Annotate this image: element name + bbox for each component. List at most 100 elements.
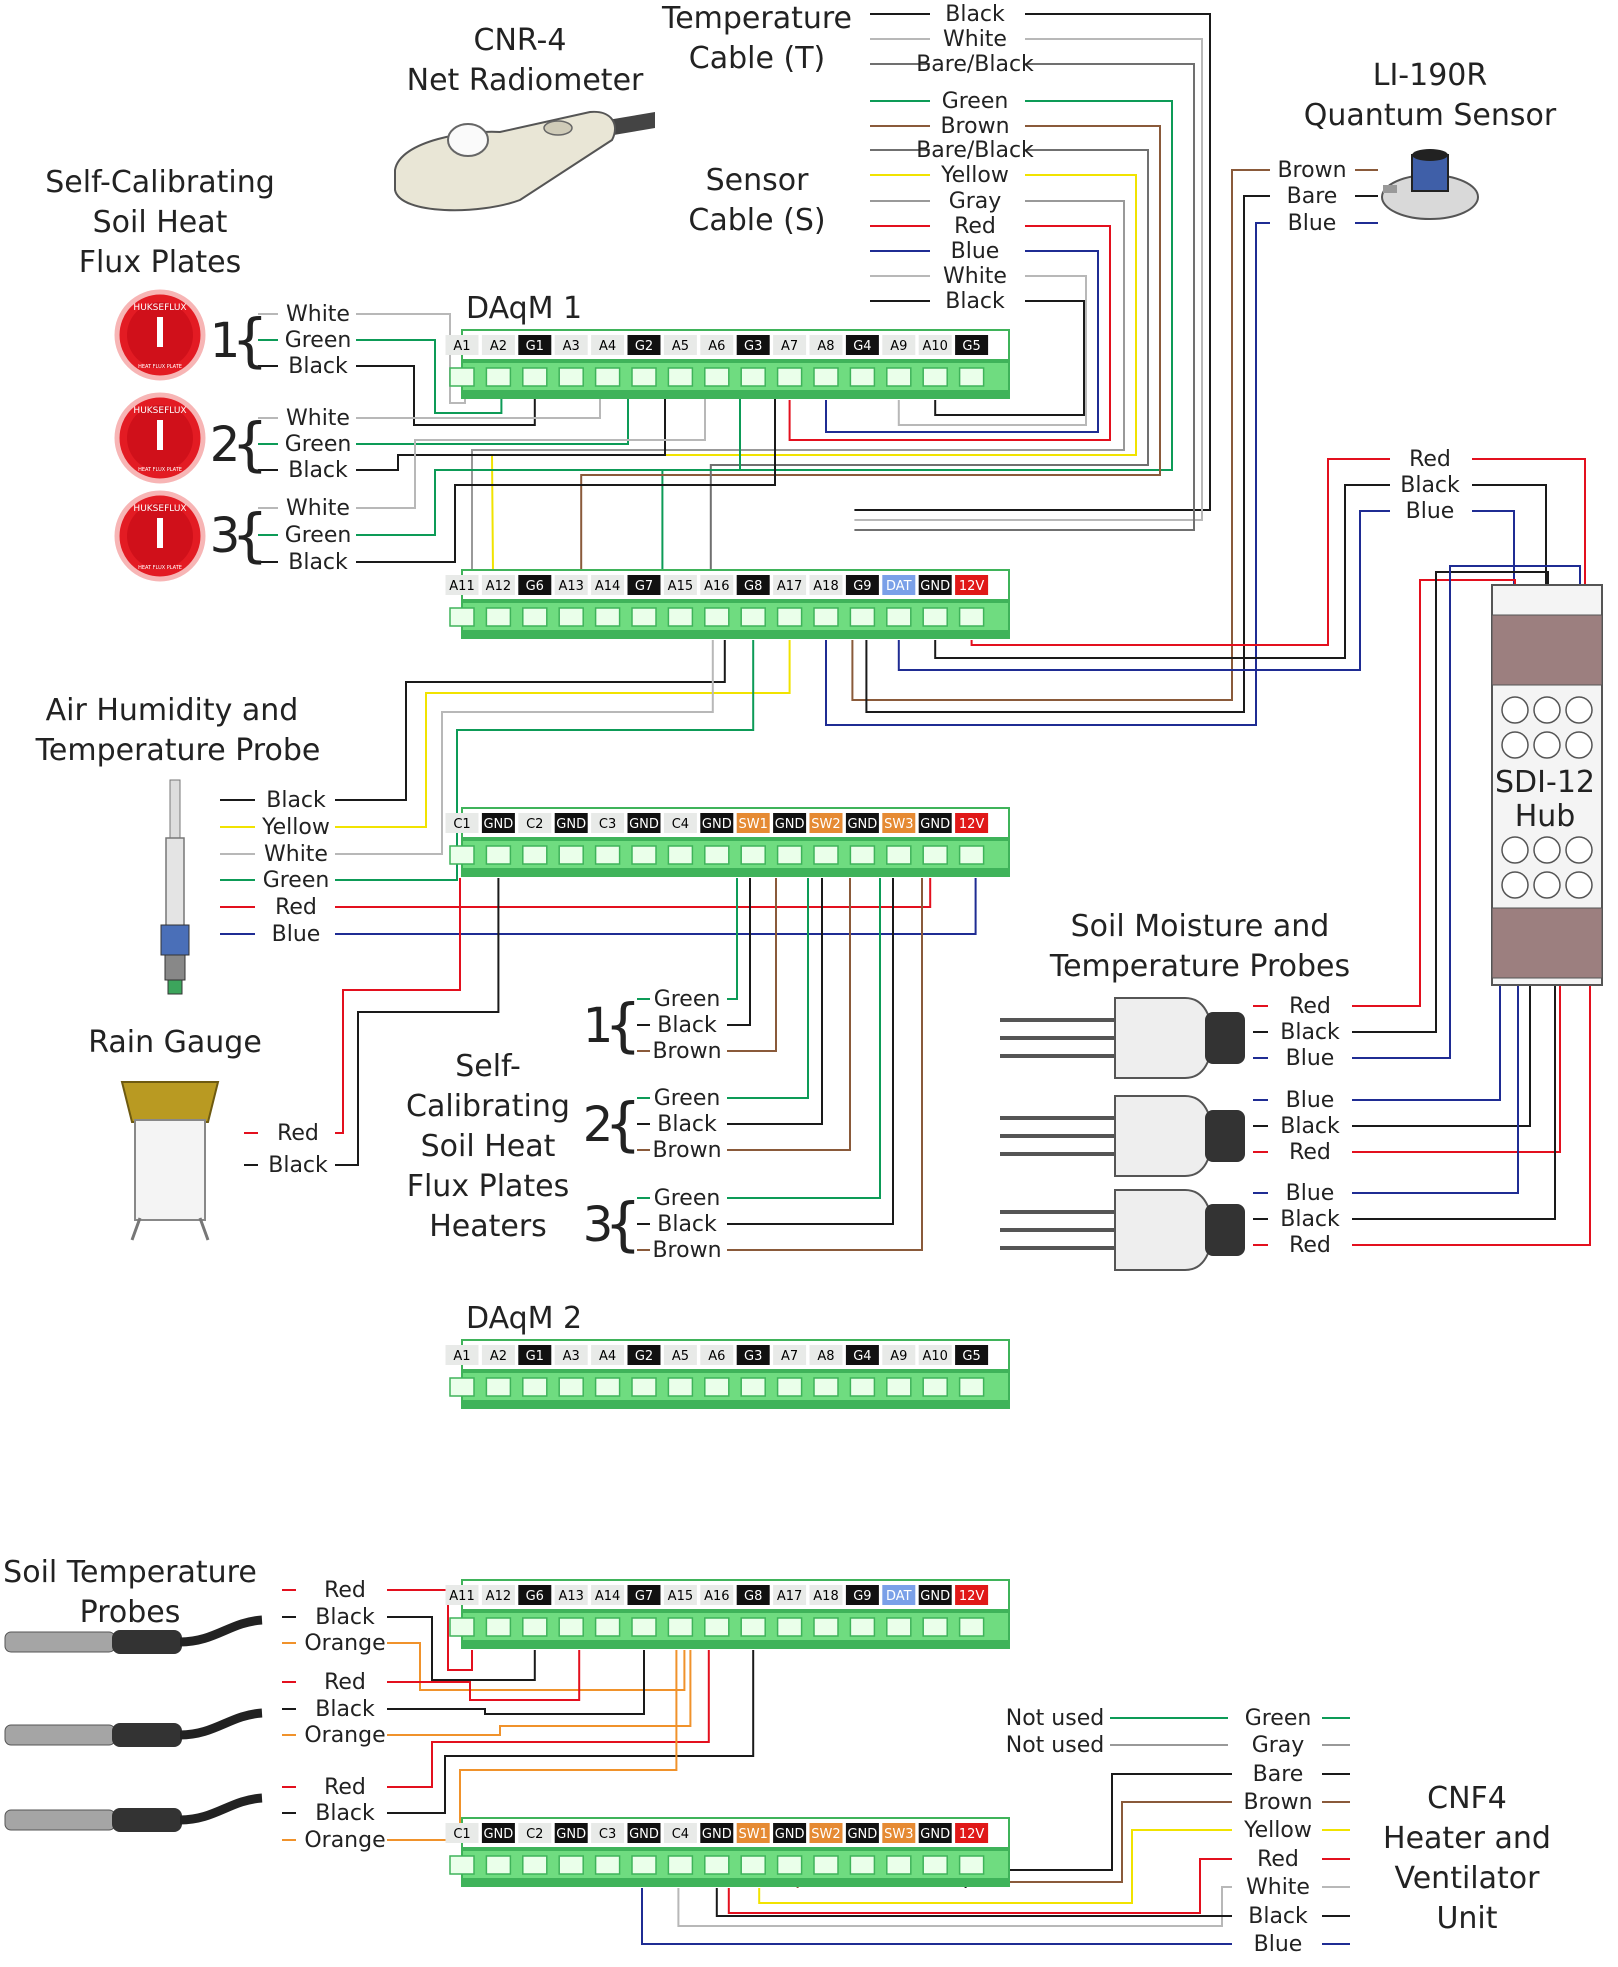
wire-blue [335, 878, 977, 935]
pin-label: A1 [453, 339, 470, 354]
wire-black [1352, 571, 1549, 1033]
soil-moisture-wire-label: Black [1280, 1020, 1340, 1045]
wire-blue [1352, 565, 1581, 1059]
li190-subtitle: Quantum Sensor [1304, 98, 1557, 133]
terminal-screw [485, 845, 512, 865]
pin-label: 12V [959, 1827, 985, 1842]
plate-brace-1: { [232, 306, 269, 374]
shf-title-3: Flux Plates [79, 245, 242, 280]
soil-probe-cap [1205, 1204, 1245, 1256]
wire-red [727, 1858, 1232, 1914]
pin-header-cell [736, 1823, 770, 1843]
pin-header-cell [918, 1585, 952, 1605]
wire-white [677, 1886, 1232, 1927]
wire-blue [825, 222, 1270, 726]
heater-wire-label: Green [654, 1186, 721, 1211]
soil-temp-probe-grip [112, 1723, 182, 1747]
heater-wire-label: Brown [652, 1238, 721, 1263]
terminal-screw [886, 367, 912, 387]
terminal-screw [922, 845, 948, 865]
terminal-screw [958, 1855, 985, 1875]
sdi-hub-screw [1565, 731, 1593, 759]
sdi-hub-title: SDI-12 [1495, 765, 1595, 800]
terminal-screw [485, 367, 512, 387]
pin-header-cell [518, 813, 552, 833]
temp-cable-subtitle: Cable (T) [689, 41, 825, 76]
li190-lens [1412, 149, 1448, 161]
pin-header-cell [845, 335, 879, 355]
terminal-screw [776, 1377, 803, 1397]
plate-wire-label: White [286, 302, 350, 327]
wire-blue [897, 510, 1390, 671]
wire-black [387, 1650, 645, 1715]
cnf4-wire-label: Green [1245, 1706, 1312, 1731]
heat-flux-plate-caption: HEAT FLUX PLATE [138, 565, 182, 571]
pin-label: G4 [853, 1349, 871, 1364]
pin-header-cell [627, 813, 661, 833]
pin-header-cell [918, 1345, 952, 1365]
pin-label: GND [629, 817, 659, 832]
wire-yellow [758, 1829, 1232, 1904]
terminal-screw [886, 845, 912, 865]
terminal-screw [704, 845, 730, 865]
wire-green [727, 878, 809, 1099]
wire-red [1352, 579, 1516, 1007]
pin-label: GND [920, 1827, 950, 1842]
terminal-screw [849, 1855, 876, 1875]
soil-moisture-wire-label: Black [1280, 1114, 1340, 1139]
air-probe-wire-label: White [264, 842, 328, 867]
soil-probe-body [1114, 1095, 1214, 1177]
cnr4-title: CNR-4 [474, 23, 567, 58]
terminal-strip-base [462, 630, 1009, 638]
terminal-screw [594, 845, 621, 865]
pin-label: C1 [453, 1827, 470, 1842]
air-probe-wire-label: Blue [272, 922, 321, 947]
terminal-screw [776, 367, 803, 387]
terminal-screw [667, 845, 694, 865]
pin-header-cell [736, 1345, 770, 1365]
pin-label: A16 [704, 1589, 729, 1604]
plate-wire-label: Black [288, 458, 348, 483]
wire-black [356, 392, 776, 563]
wire-black [715, 1888, 1232, 1917]
terminal-screw [958, 607, 985, 627]
terminal-screw [740, 1617, 766, 1637]
cnf4-not-used-label: Not used [1006, 1733, 1104, 1758]
soil-temp-probe-grip [112, 1630, 182, 1654]
pin-header-cell [773, 1585, 807, 1605]
heater-brace-2: { [605, 1090, 642, 1158]
sdi-hub-screw [1533, 731, 1561, 759]
pin-label: A15 [668, 579, 693, 594]
heater-wire-label: Black [657, 1112, 717, 1137]
rain-gauge-body [134, 1119, 206, 1221]
sdi-hub-screw [1501, 871, 1529, 899]
sdi-wire-label: Black [1400, 473, 1460, 498]
pin-label: A10 [922, 339, 947, 354]
pin-header-cell [700, 1585, 734, 1605]
soil-temp-probe-3 [4, 1793, 263, 1832]
pin-header-cell [591, 813, 625, 833]
terminal-screw [522, 1617, 548, 1637]
cnr4-level [543, 120, 573, 136]
wire-red [1352, 980, 1591, 1246]
pin-label: GND [775, 817, 805, 832]
terminal-screw [667, 607, 694, 627]
pin-header-cell [773, 813, 807, 833]
rain-gauge-funnel [120, 1081, 220, 1123]
terminal-screw [886, 1855, 912, 1875]
cnf4-wire-label: Gray [1252, 1733, 1305, 1758]
sensor-cable-wire-label: Green [942, 89, 1009, 114]
terminal-screw [776, 1855, 803, 1875]
pin-label: 12V [959, 817, 985, 832]
terminal-screw [558, 1377, 584, 1397]
air-probe-title: Air Humidity and [46, 693, 299, 728]
li190-wire-label: Brown [1277, 158, 1346, 183]
pin-label: A12 [486, 1589, 511, 1604]
wire-green [661, 100, 1173, 620]
pin-label: SW1 [739, 817, 768, 832]
pin-header-cell [918, 1823, 952, 1843]
pin-header-cell [845, 1823, 879, 1843]
